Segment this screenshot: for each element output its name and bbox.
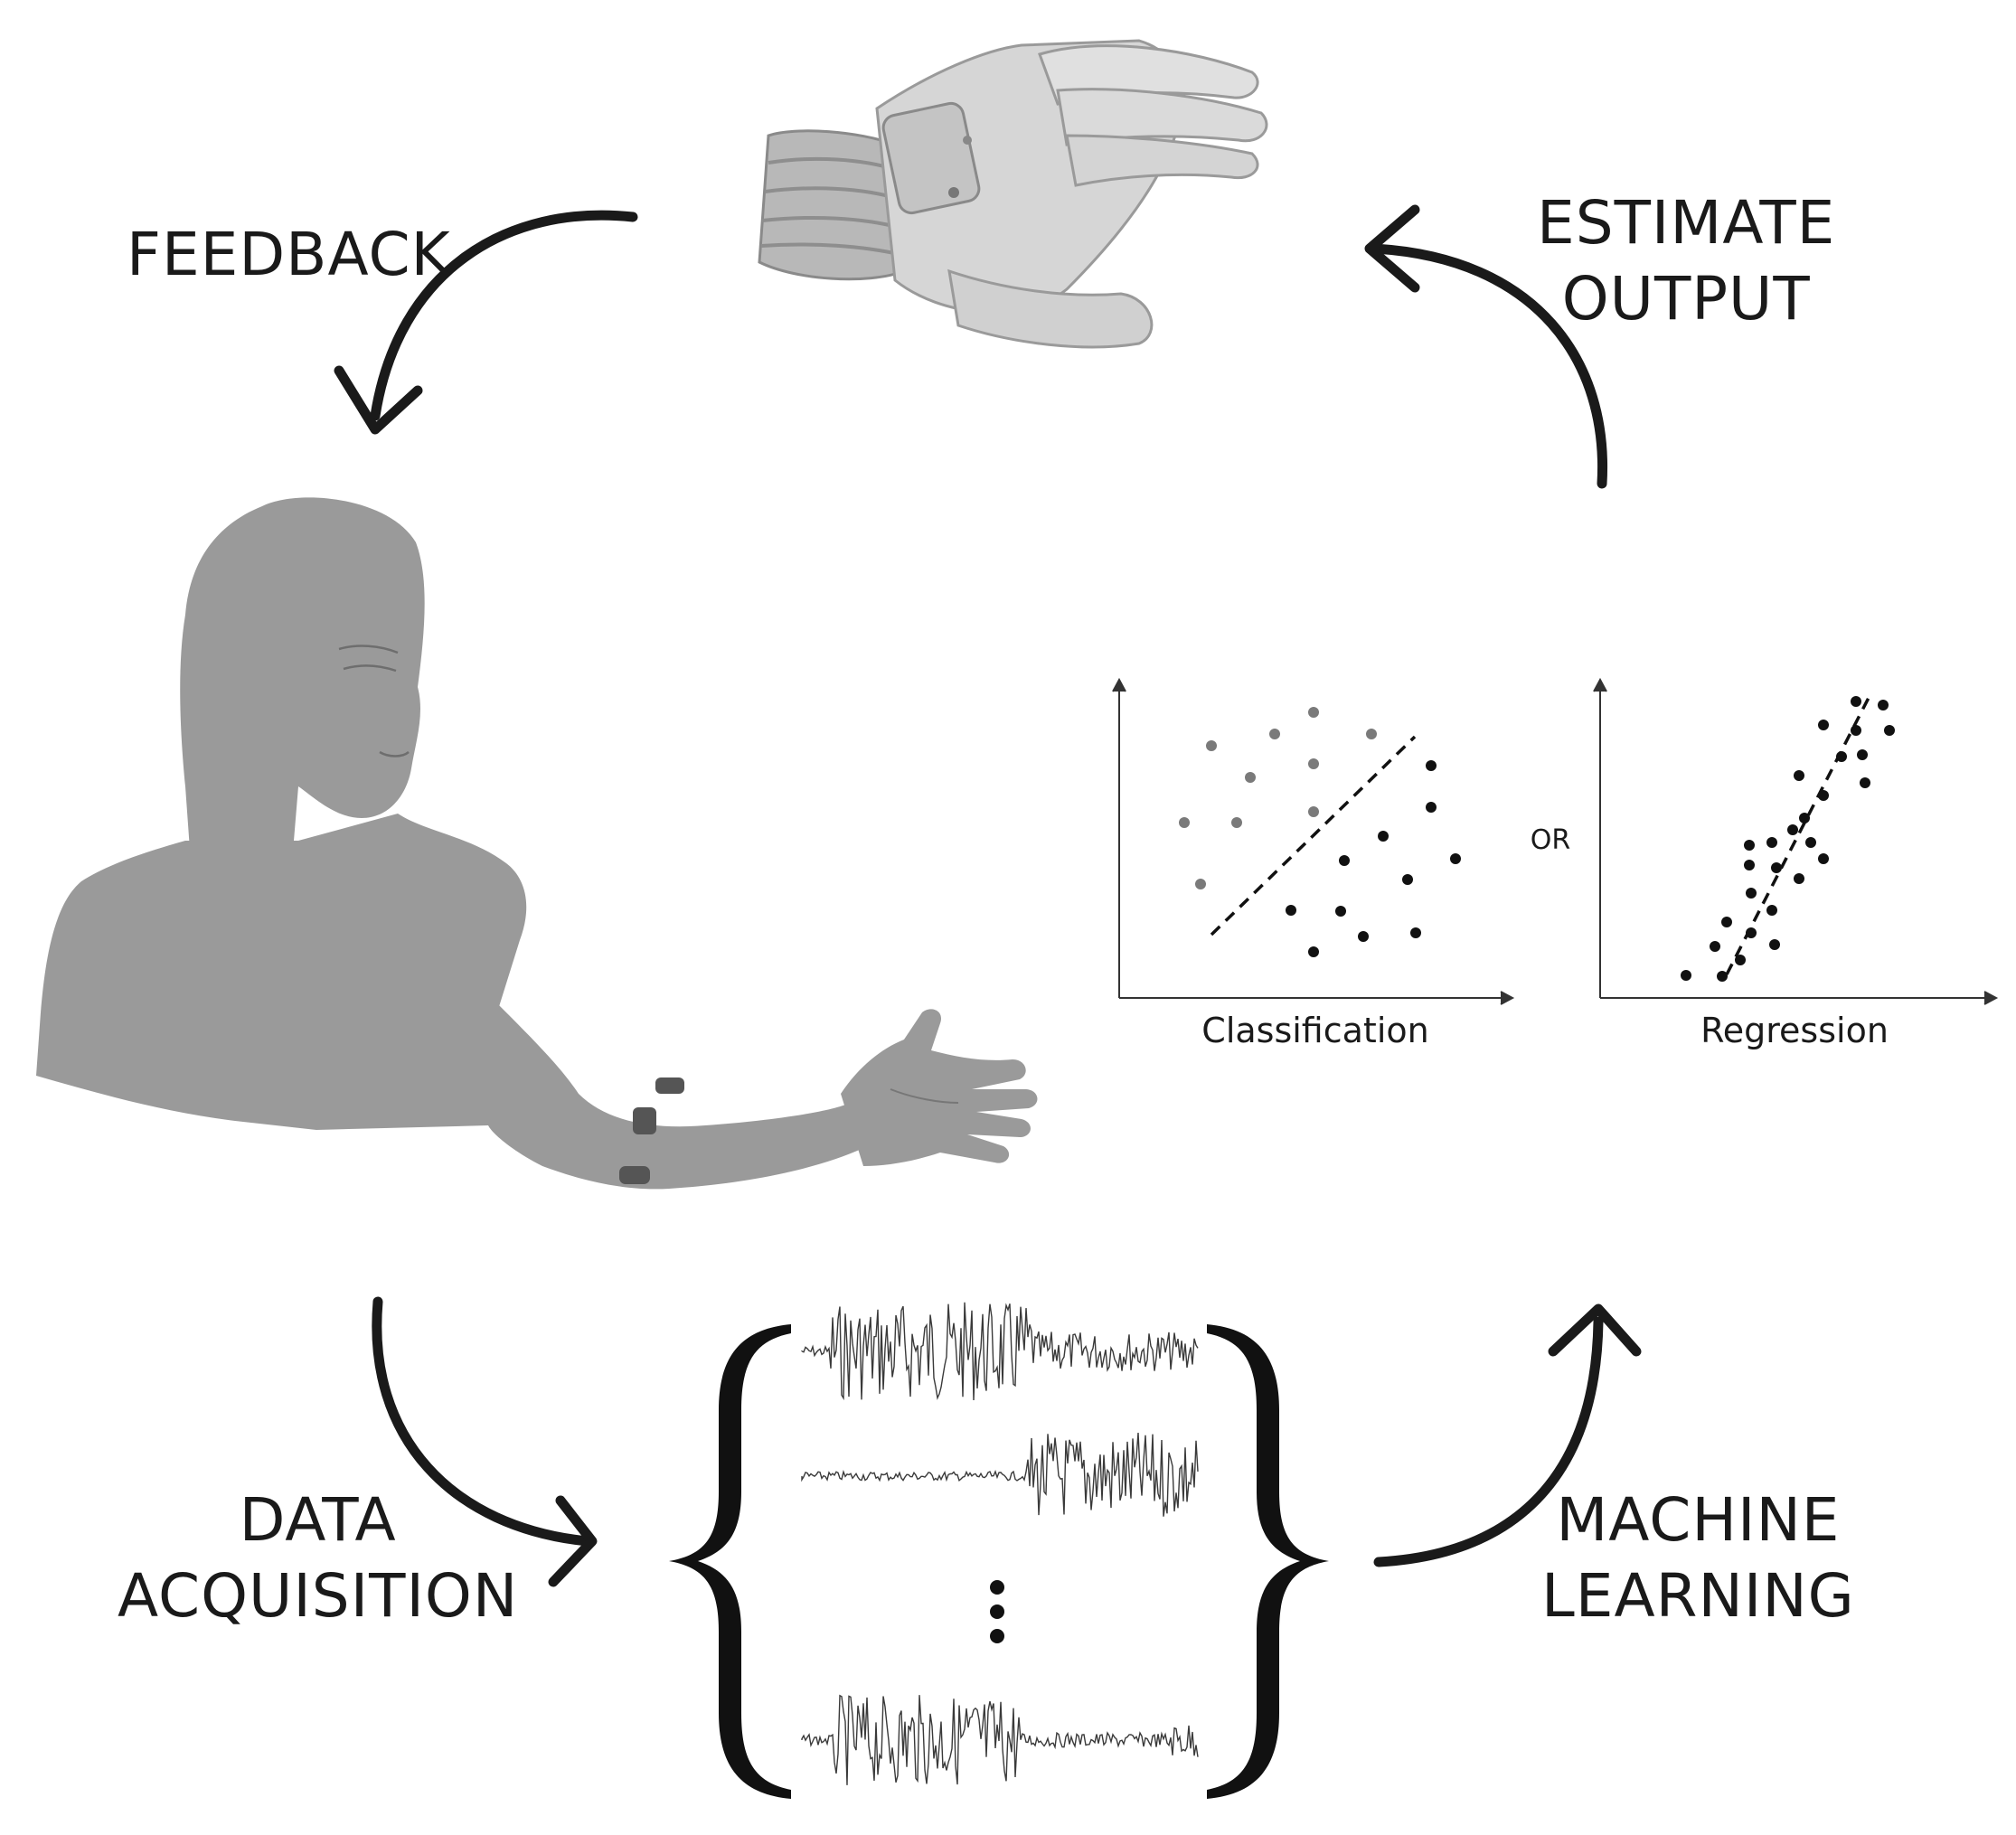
classification-plot xyxy=(1112,677,1515,1005)
signal-brace-right xyxy=(1207,1324,1329,1799)
feedback-arrow-head xyxy=(334,365,423,435)
data-label-line1: DATA xyxy=(239,1485,397,1555)
estimate-label-line1: ESTIMATE xyxy=(1537,188,1836,258)
emg-signal-trace-2 xyxy=(801,1432,1199,1517)
feedback-arrow xyxy=(370,210,638,421)
machine-learning-arrow xyxy=(1373,1316,1604,1567)
machine-learning-arrow-head xyxy=(1548,1303,1642,1357)
or-label: OR xyxy=(1530,824,1571,856)
estimate-label-line2: OUTPUT xyxy=(1561,264,1811,334)
machine-learning-label: MACHINE LEARNING xyxy=(1541,1482,1855,1634)
vertical-ellipsis-icon xyxy=(990,1580,1004,1643)
prosthetic-hand-photo xyxy=(758,39,1268,349)
ml-label-line2: LEARNING xyxy=(1541,1561,1855,1631)
emg-signal-trace-1 xyxy=(801,1302,1199,1401)
data-acquisition-arrow xyxy=(372,1296,593,1547)
estimate-output-label: ESTIMATE OUTPUT xyxy=(1537,185,1835,337)
regression-label: Regression xyxy=(1700,1011,1889,1050)
classification-label: Classification xyxy=(1201,1011,1429,1050)
ml-label-line1: MACHINE xyxy=(1556,1485,1841,1555)
estimate-output-arrow-head xyxy=(1364,204,1420,293)
estimate-output-arrow xyxy=(1369,243,1608,489)
emg-signal-trace-3 xyxy=(801,1694,1199,1785)
data-label-line2: ACQUISITION xyxy=(118,1561,519,1631)
data-acquisition-arrow-head xyxy=(548,1495,598,1587)
signal-brace-left xyxy=(669,1324,791,1799)
data-acquisition-label: DATA ACQUISITION xyxy=(118,1482,518,1634)
person-with-emg-electrodes-illustration xyxy=(36,497,1038,1190)
feedback-label: FEEDBACK xyxy=(127,220,451,289)
regression-plot xyxy=(1593,677,1999,1005)
